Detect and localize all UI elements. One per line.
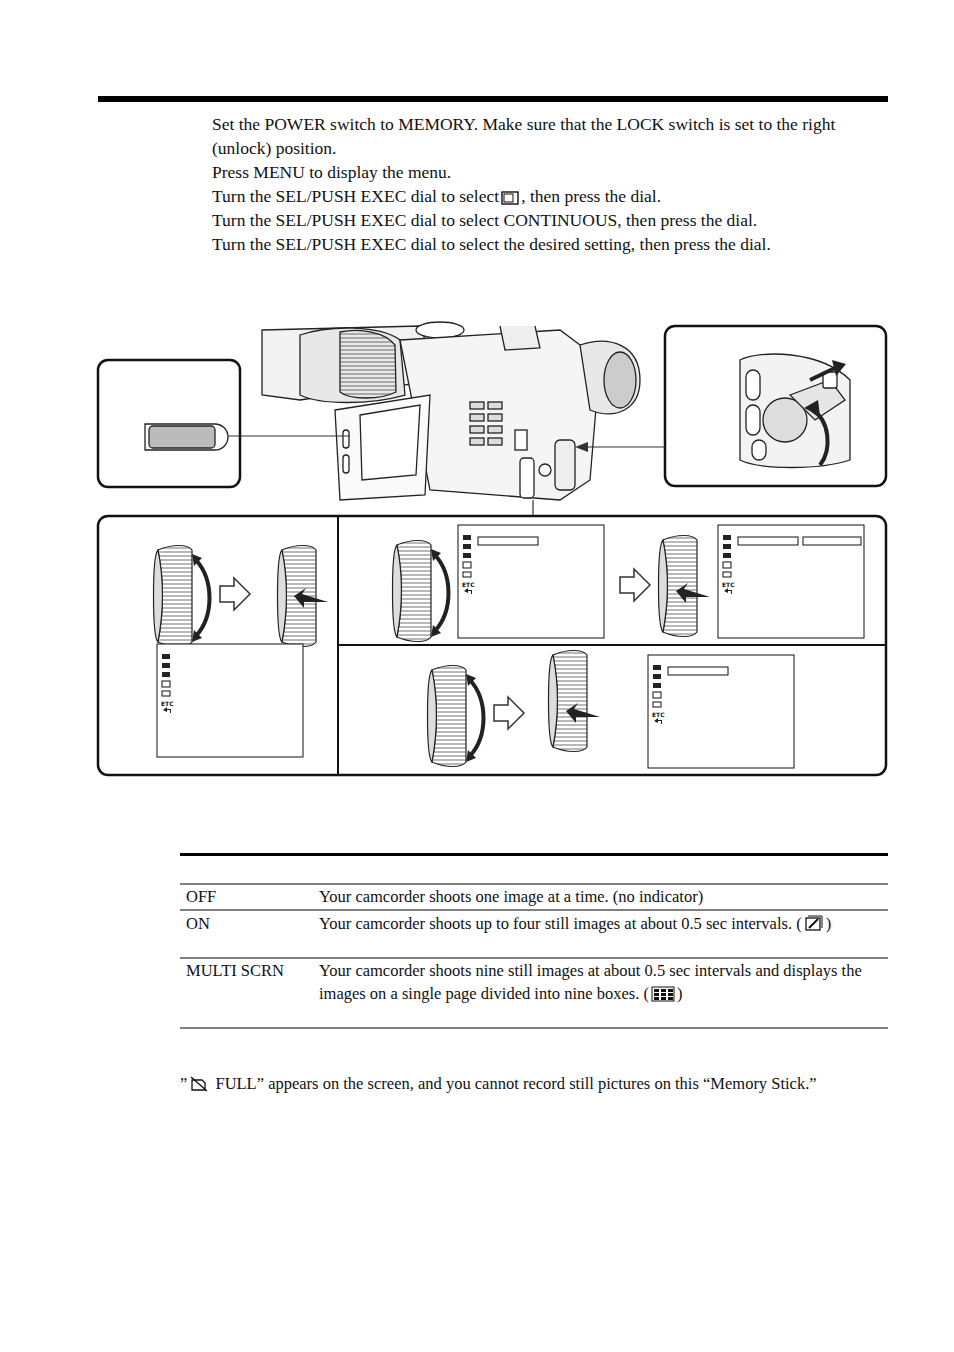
step-text: Press MENU to display the menu. [212, 162, 451, 182]
indicator-icon [501, 187, 519, 211]
note-text: ” [180, 1074, 187, 1093]
table-cell: Your camcorder shoots one image at a tim… [319, 887, 703, 906]
text-line: Turn the SEL/PUSH EXEC dial to select th… [212, 232, 872, 256]
note-text: FULL” appears on the screen, and you can… [211, 1074, 816, 1093]
table-cell: MULTI SCRN [186, 961, 284, 980]
step-text: Turn the SEL/PUSH EXEC dial to select [212, 186, 499, 206]
step-text: , then press the dial. [521, 186, 661, 206]
table-cell: Your camcorder shoots up to four still i… [319, 914, 802, 933]
menu-icon-label: ETC [652, 711, 665, 718]
text-line: Your camcorder shoots nine still images … [319, 959, 885, 1008]
table-cell: ) [826, 914, 832, 933]
table-cell: ON [186, 914, 210, 933]
text-line: OFF [186, 885, 316, 908]
table-cell: Your camcorder shoots nine still images … [319, 961, 862, 1003]
step-text: Turn the SEL/PUSH EXEC dial to select CO… [212, 210, 757, 230]
table-cell: ) [677, 984, 683, 1003]
text-line: ” FULL” appears on the screen, and you c… [180, 1072, 880, 1098]
menu-icon-label: ETC [722, 581, 735, 588]
indicator-icon [189, 1075, 209, 1098]
text-line: Set the POWER switch to MEMORY. Make sur… [212, 112, 884, 160]
indicator-icon [804, 914, 824, 938]
menu-icon-label: ETC [161, 700, 174, 707]
step-text: Set the POWER switch to MEMORY. Make sur… [212, 114, 835, 158]
text-line: ON [186, 912, 316, 935]
text-line: MULTI SCRN [186, 959, 316, 982]
indicator-icon [651, 985, 675, 1008]
menu-icon-label: ETC [462, 581, 475, 588]
table-cell: OFF [186, 887, 216, 906]
step-text: Turn the SEL/PUSH EXEC dial to select th… [212, 234, 771, 254]
text-line: Your camcorder shoots one image at a tim… [319, 885, 885, 908]
text-line: Turn the SEL/PUSH EXEC dial to select CO… [212, 208, 884, 232]
text-line: Turn the SEL/PUSH EXEC dial to select , t… [212, 184, 884, 211]
text-line: Your camcorder shoots up to four still i… [319, 912, 885, 938]
text-line: Press MENU to display the menu. [212, 160, 884, 184]
